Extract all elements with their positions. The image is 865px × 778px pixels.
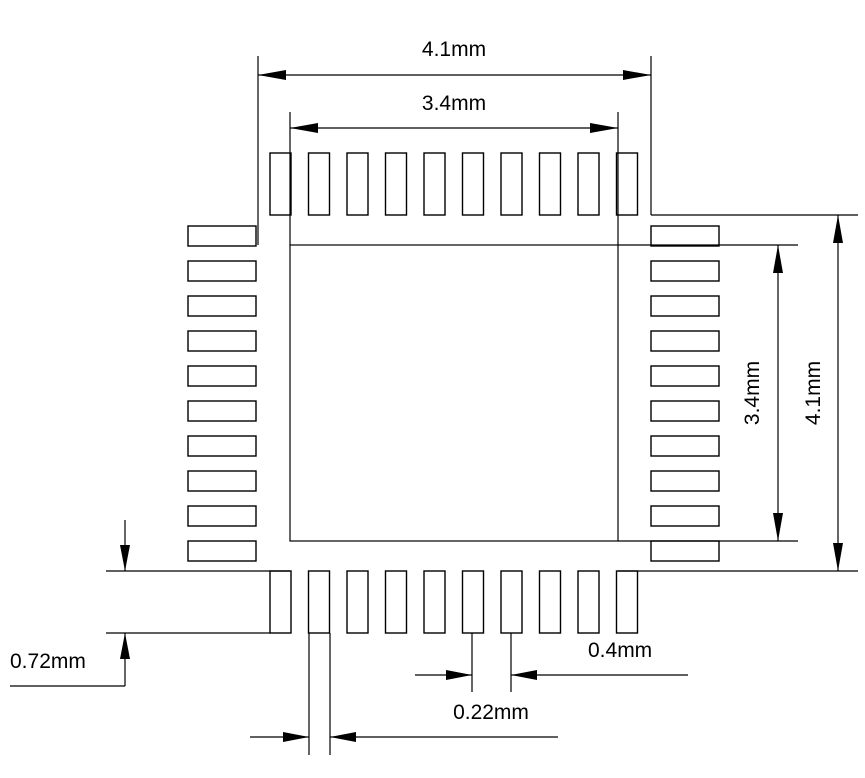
label-pad-length: 0.72mm	[10, 650, 86, 673]
pad-top-5	[423, 152, 446, 216]
dim-right-outer-arrow-top	[833, 215, 843, 243]
pad-left-2	[187, 260, 257, 282]
pad-right-4	[650, 330, 720, 352]
pad-bottom-10	[615, 570, 639, 634]
dimension-labels: 4.1mm 3.4mm 3.4mm 4.1mm 0.72mm 0.4mm 0.2…	[10, 38, 825, 724]
pad-bottom-4	[384, 570, 408, 634]
pad-right-1	[650, 225, 720, 247]
dimension-lines	[10, 70, 843, 742]
pad-top-6	[461, 152, 485, 216]
dim-right-inner-arrow-bottom	[773, 513, 783, 541]
pad-right-6	[650, 400, 720, 422]
pad-top-3	[346, 152, 369, 216]
dim-pad-length-arrow-up	[120, 633, 130, 659]
pad-bottom-2	[307, 570, 331, 634]
label-right-outer: 4.1mm	[802, 361, 825, 425]
label-pitch: 0.4mm	[588, 639, 652, 662]
pad-top-10	[615, 152, 639, 216]
pad-right-8	[650, 470, 720, 492]
dim-right-inner-arrow-top	[773, 245, 783, 273]
pad-right-7	[650, 435, 720, 457]
pad-left-4	[187, 330, 257, 352]
dim-top-inner-arrow-right	[590, 123, 618, 133]
pad-left-10	[187, 540, 257, 562]
pad-bottom-5	[423, 570, 446, 634]
dim-top-inner-arrow-left	[290, 123, 318, 133]
pad-left-9	[187, 505, 257, 527]
pad-top-2	[307, 152, 331, 216]
dim-pad-width-arrow-right	[283, 732, 309, 742]
pad-top-9	[577, 152, 600, 216]
pad-bottom-6	[461, 570, 485, 634]
label-top-outer: 4.1mm	[422, 38, 486, 61]
pad-left-3	[187, 295, 257, 317]
pad-bottom-7	[500, 570, 523, 634]
pad-left-1	[187, 225, 257, 247]
pad-bottom-1	[269, 570, 292, 634]
pad-left-8	[187, 470, 257, 492]
extension-lines	[106, 56, 858, 755]
dim-right-outer-arrow-bottom	[833, 543, 843, 571]
pad-left-7	[187, 435, 257, 457]
label-right-inner: 3.4mm	[741, 361, 764, 425]
pad-top-1	[269, 152, 292, 216]
dim-top-outer-arrow-right	[623, 70, 651, 80]
dim-pitch-arrow-right	[446, 670, 472, 680]
pad-group	[187, 152, 720, 634]
label-top-inner: 3.4mm	[422, 92, 486, 115]
pad-right-3	[650, 295, 720, 317]
pad-top-7	[500, 152, 523, 216]
pad-right-2	[650, 260, 720, 282]
pad-left-6	[187, 400, 257, 422]
label-pad-width: 0.22mm	[453, 701, 529, 724]
dim-pad-length-arrow-down	[120, 545, 130, 571]
pad-top-8	[538, 152, 562, 216]
pad-left-5	[187, 365, 257, 387]
pad-right-10	[650, 540, 720, 562]
pad-bottom-8	[538, 570, 562, 634]
pad-right-9	[650, 505, 720, 527]
package-body-inner	[289, 244, 619, 542]
pad-bottom-3	[346, 570, 369, 634]
pad-bottom-9	[577, 570, 600, 634]
dim-pad-width-arrow-left	[330, 732, 356, 742]
pad-top-4	[384, 152, 408, 216]
pad-right-5	[650, 365, 720, 387]
dim-pitch-arrow-left	[511, 670, 537, 680]
dim-top-outer-arrow-left	[258, 70, 286, 80]
